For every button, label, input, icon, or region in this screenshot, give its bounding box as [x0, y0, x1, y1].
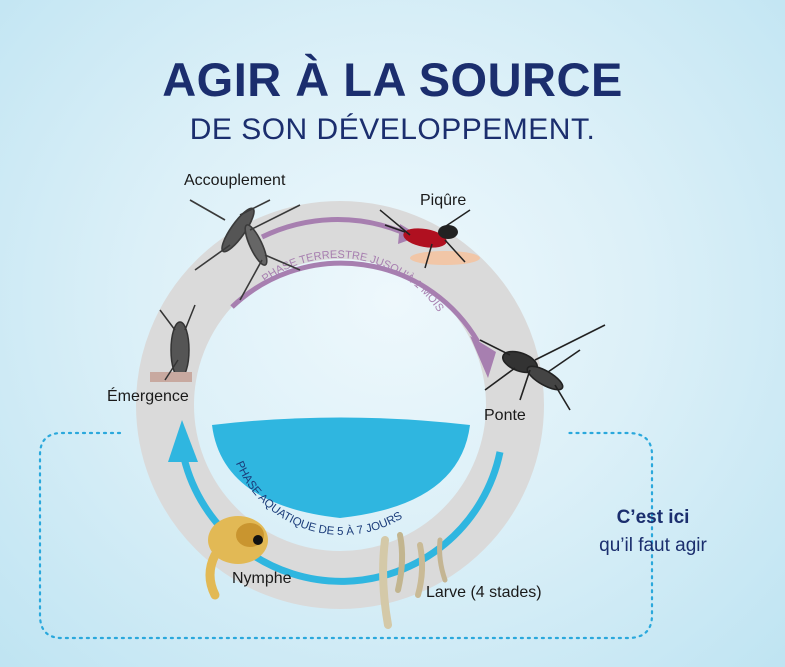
mosquito-mating-illustration — [189, 199, 301, 301]
aquatic-zone-dotted-outline — [38, 431, 654, 640]
pupa-illustration — [205, 516, 268, 600]
aquatic-phase-arrow — [180, 451, 504, 585]
callout: C’est ici qu’il faut agir — [578, 507, 728, 557]
stage-label-laying: Ponte — [484, 407, 526, 424]
mosquito-bite-illustration — [379, 209, 480, 269]
callout-line-2: qu’il faut agir — [599, 535, 707, 556]
terrestrial-phase-arrow-top — [260, 217, 403, 240]
page-title: AGIR À LA SOURCE — [162, 53, 623, 106]
mosquito-laying-illustration — [479, 324, 606, 411]
aquatic-pool — [212, 417, 470, 518]
larvae-illustration — [379, 532, 448, 629]
aquatic-arrowhead — [168, 420, 198, 462]
stage-label-emergence: Émergence — [107, 388, 189, 405]
callout-line-1: C’est ici — [616, 507, 690, 528]
mosquito-emergence-illustration — [150, 304, 196, 382]
page-subtitle: DE SON DÉVELOPPEMENT. — [189, 113, 596, 146]
terrestrial-phase-arrow — [230, 260, 481, 344]
terrestrial-arrowhead — [470, 336, 496, 378]
stage-label-larva: Larve (4 stades) — [426, 584, 542, 601]
stage-label-mating: Accouplement — [184, 172, 286, 189]
stage-label-pupa: Nymphe — [232, 570, 292, 587]
stage-label-bite: Piqûre — [420, 192, 467, 209]
